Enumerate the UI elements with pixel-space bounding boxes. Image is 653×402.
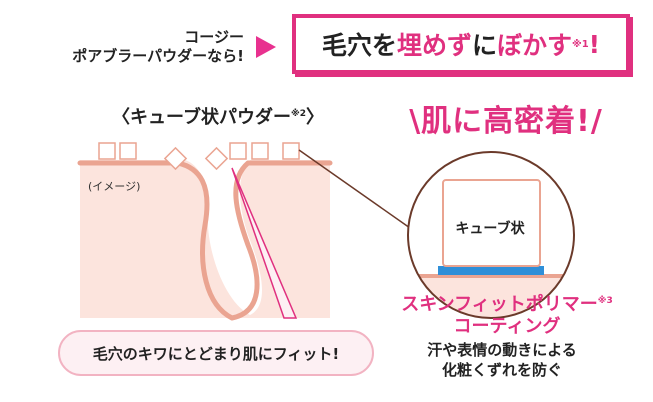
headline-part-c: に [471, 31, 497, 60]
headline-part-a: 毛穴を [321, 31, 397, 60]
benefit-line-1: 汗や表情の動きによる [427, 341, 577, 359]
headline-footnote: ※1 [571, 38, 589, 50]
polymer-line-1: スキンフィットポリマー [401, 294, 598, 315]
cube-powder-title-close: 〉 [305, 107, 324, 128]
cube-particles [98, 142, 300, 171]
skin-cross-section [77, 160, 333, 321]
cube-particle [229, 142, 247, 160]
cube-particle [98, 142, 116, 160]
adhere-title: \肌に高密着!/ [409, 104, 603, 139]
connector-line [298, 149, 411, 229]
cube-particle [251, 142, 269, 160]
pore-caption: 毛穴のキワにとどまり肌にフィット! [58, 330, 374, 376]
headline-part-d: ぼかす [496, 31, 572, 60]
cube-particle [163, 146, 188, 171]
brand-tagline: コージー ポアブラーパウダーなら! [64, 28, 244, 66]
headline-part-b: 埋めず [396, 31, 472, 60]
cube-powder-title: 〈キューブ状パウダー※2〉 [108, 103, 328, 129]
cube-particle [282, 142, 300, 160]
cube-particle [204, 146, 229, 171]
arrow-right-icon [256, 36, 276, 58]
brand-line-1: コージー [184, 28, 244, 46]
magnifier-circle [407, 151, 575, 319]
cube-label: キューブ状 [455, 221, 525, 237]
image-label: (イメージ) [88, 180, 141, 193]
cube-closeup [442, 179, 541, 267]
polymer-coating [438, 266, 544, 275]
brand-line-2: ポアブラーパウダーなら! [72, 47, 244, 65]
benefit-line-2: 化粧くずれを防ぐ [441, 361, 562, 379]
benefit-note: 汗や表情の動きによる 化粧くずれを防ぐ [392, 340, 612, 380]
caption-pointer [231, 167, 298, 319]
polymer-line-2: コーティング [453, 316, 561, 337]
polymer-label: スキンフィットポリマー※3 コーティング [392, 290, 622, 338]
polymer-footnote: ※3 [597, 296, 613, 306]
cube-particle [119, 142, 137, 160]
cube-powder-footnote: ※2 [290, 109, 306, 119]
headline-exclaim: ! [588, 29, 601, 59]
headline-box: 毛穴を埋めずにぼかす※1! [292, 14, 630, 74]
cube-powder-title-text: 〈キューブ状パウダー [112, 107, 291, 128]
